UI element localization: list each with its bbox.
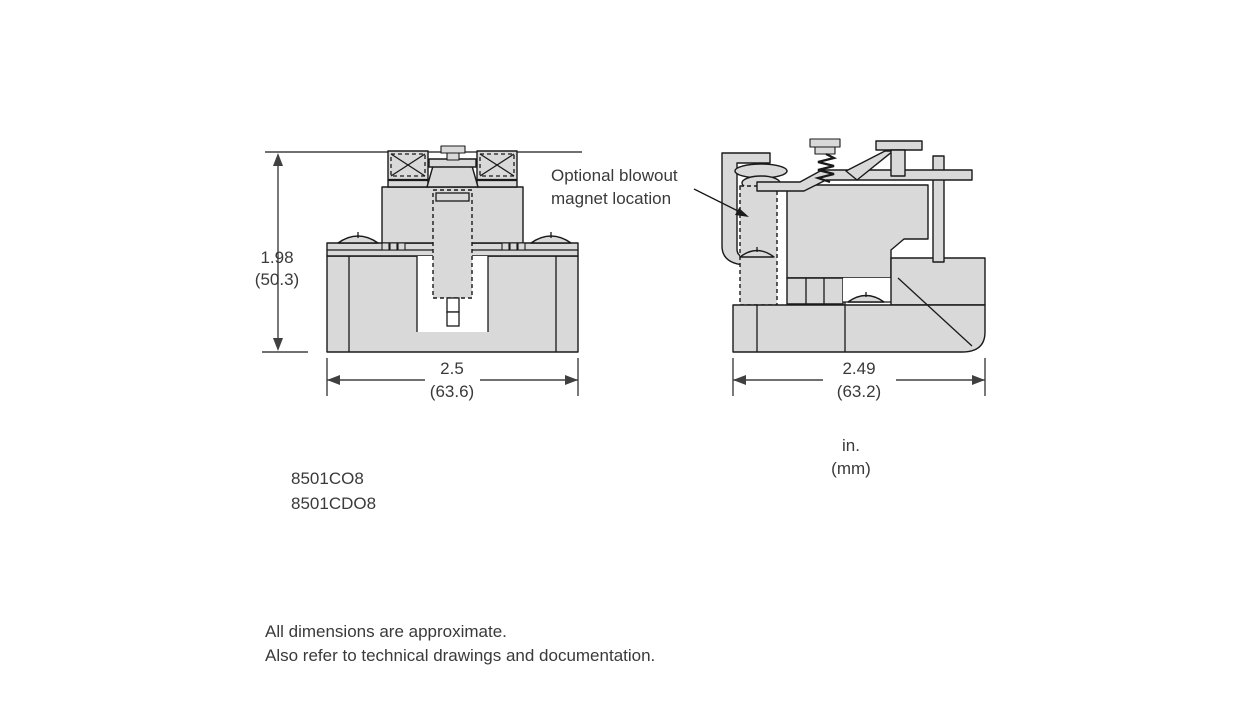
spring-screw-head-icon bbox=[809, 138, 841, 148]
model-labels: 8501CO8 8501CDO8 bbox=[291, 469, 376, 513]
footnote-line-2: Also refer to technical drawings and doc… bbox=[265, 646, 655, 665]
clamp-plate-l3 bbox=[397, 242, 406, 251]
front-width-inches: 2.5 bbox=[440, 359, 464, 378]
front-width-mm: (63.6) bbox=[430, 382, 474, 401]
arrow-left-icon bbox=[733, 375, 746, 385]
side-width-mm: (63.2) bbox=[837, 382, 881, 401]
arrow-right-icon bbox=[972, 375, 985, 385]
armature-cap bbox=[426, 145, 479, 188]
model-number-1: 8501CO8 bbox=[291, 469, 364, 488]
chamfer-line bbox=[897, 277, 973, 347]
coil-right bbox=[476, 150, 518, 188]
annotation-line-2: magnet location bbox=[551, 189, 671, 208]
flange-screw-right bbox=[501, 232, 572, 251]
spring-screw-collar bbox=[814, 146, 836, 155]
button-stem bbox=[446, 152, 460, 161]
units-mm-label: (mm) bbox=[831, 459, 871, 478]
bracket-screw-icon bbox=[739, 249, 775, 258]
arrow-left-icon bbox=[327, 375, 340, 385]
arrow-down-icon bbox=[273, 338, 283, 351]
height-dim-mm: (50.3) bbox=[255, 270, 299, 289]
annotation-line-1: Optional blowout bbox=[551, 166, 678, 185]
screw-head-left-icon bbox=[337, 235, 379, 244]
clamp-plate-r2 bbox=[509, 242, 518, 251]
clamp-plate-l2 bbox=[389, 242, 398, 251]
side-right-block bbox=[890, 257, 986, 306]
side-base-strip bbox=[732, 304, 986, 353]
footnotes: All dimensions are approximate. Also ref… bbox=[265, 622, 655, 665]
terminal-pin bbox=[932, 155, 945, 263]
spring-coil-icon bbox=[814, 153, 838, 184]
side-view-drawing: Optional blowout magnet location 2.49 (6… bbox=[551, 138, 986, 478]
units-inches-label: in. bbox=[842, 436, 860, 455]
clamp-plate-l1 bbox=[381, 242, 390, 251]
terminal-post-stem bbox=[890, 149, 906, 177]
height-dim-inches: 1.98 bbox=[260, 248, 293, 267]
side-width-inches: 2.49 bbox=[842, 359, 875, 378]
leader-arrowhead-icon bbox=[735, 208, 749, 217]
coil-left bbox=[387, 150, 429, 188]
relay-front-view bbox=[326, 145, 579, 353]
arrow-up-icon bbox=[273, 153, 283, 166]
coil-left-winding-box bbox=[390, 153, 426, 177]
plunger-top-band bbox=[435, 192, 470, 202]
clamp-plate-r3 bbox=[517, 242, 526, 251]
button-top bbox=[440, 145, 466, 154]
clamp-plate-r1 bbox=[501, 242, 510, 251]
model-number-2: 8501CDO8 bbox=[291, 494, 376, 513]
front-view-drawing: 1.98 (50.3) bbox=[255, 145, 582, 513]
cap-trapezoid bbox=[426, 165, 479, 188]
arrow-right-icon bbox=[565, 375, 578, 385]
flange-screw-left bbox=[337, 232, 406, 251]
units-note: in. (mm) bbox=[831, 436, 871, 478]
plunger bbox=[432, 189, 473, 327]
coil-right-winding-box bbox=[479, 153, 515, 177]
terminal-post bbox=[875, 140, 923, 177]
footnote-line-1: All dimensions are approximate. bbox=[265, 622, 507, 641]
base-screw-icon bbox=[847, 294, 885, 303]
spring-screw bbox=[809, 138, 841, 184]
plunger-body bbox=[432, 189, 473, 299]
screw-head-right-icon bbox=[530, 235, 572, 244]
coil-right-x2 bbox=[479, 153, 515, 177]
leader-line bbox=[693, 188, 739, 212]
front-width-dimension: 2.5 (63.6) bbox=[326, 358, 579, 401]
terminal-post-top bbox=[875, 140, 923, 151]
plunger-stem-lower bbox=[446, 311, 460, 327]
coil-left-x2 bbox=[390, 153, 426, 177]
armature-bar bbox=[756, 169, 973, 192]
blowout-annotation: Optional blowout magnet location bbox=[551, 166, 749, 217]
plunger-stem-upper bbox=[446, 297, 460, 313]
side-width-dimension: 2.49 (63.2) bbox=[732, 358, 986, 401]
terminal-cells bbox=[786, 277, 844, 305]
blowout-magnet-region bbox=[739, 185, 778, 306]
